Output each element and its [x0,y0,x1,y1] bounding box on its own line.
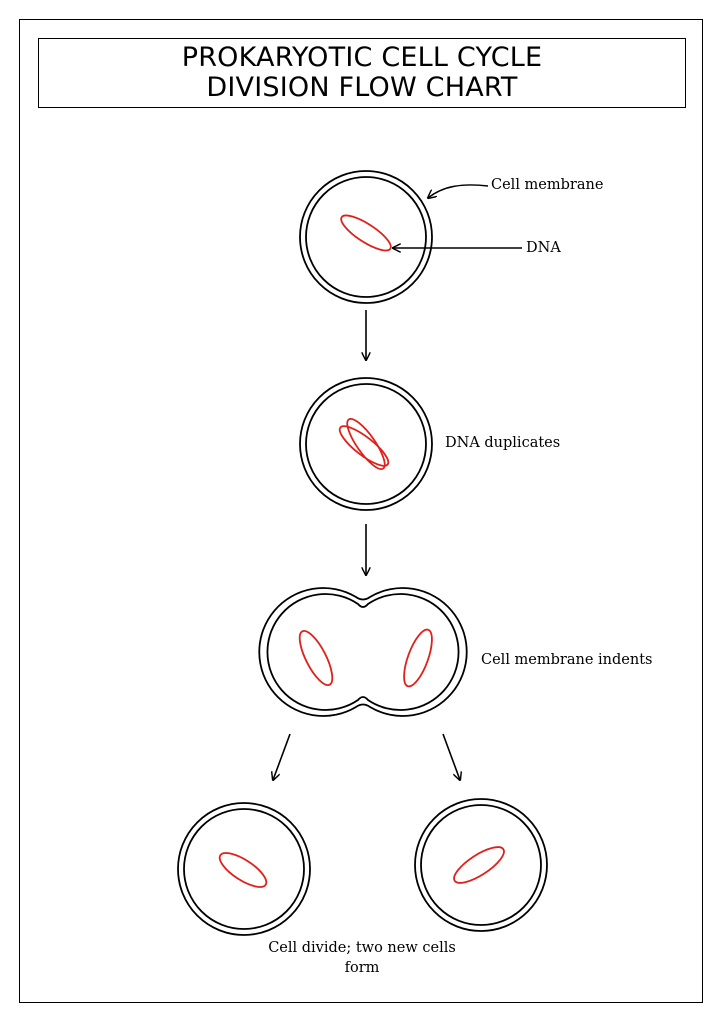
title-box: PROKARYOTIC CELL CYCLE DIVISION FLOW CHA… [38,38,686,108]
cell-3-dna-right [403,628,433,688]
cell-1-dna [340,214,392,252]
stage-4-right-cell [414,798,548,932]
cell-1-membrane-inner [305,176,427,298]
cell-2-membrane-outer [299,377,433,511]
page-border [19,19,703,1003]
cell-2-dna-copy-1 [338,425,390,467]
cell-4b-membrane-outer [414,798,548,932]
flow-arrow-left [273,733,291,780]
cell-3-dna-left [298,629,334,687]
stage-1-cell [299,170,433,304]
label-dna: DNA [526,240,561,256]
cell-3-membrane-inner [266,593,460,711]
cell-3-membrane-outer [258,587,468,717]
cell-4b-membrane-inner [420,804,542,926]
stage-3-cell [258,587,468,717]
cell-4a-membrane-inner [183,808,305,930]
stage-4-left-cell [177,802,311,936]
label-cell-membrane: Cell membrane [491,177,604,193]
cell-1-membrane-outer [299,170,433,304]
label-cell-divide-line-2: form [344,960,380,976]
cell-4a-dna [218,852,268,888]
label-cell-divide-line-1: Cell divide; two new cells [268,940,456,956]
cell-2-membrane-inner [305,383,427,505]
stage-2-cell [299,377,433,511]
title-line-1: PROKARYOTIC CELL CYCLE [181,42,543,73]
title-line-2: DIVISION FLOW CHART [206,72,518,103]
cell-4a-membrane-outer [177,802,311,936]
label-membrane-indents: Cell membrane indents [481,652,653,668]
cell-2-dna-copy-2 [346,417,386,471]
cell-membrane-pointer-arrow [428,184,489,198]
label-dna-duplicates: DNA duplicates [445,435,561,451]
flow-arrow-right [442,733,460,780]
cell-4b-dna [453,846,505,884]
